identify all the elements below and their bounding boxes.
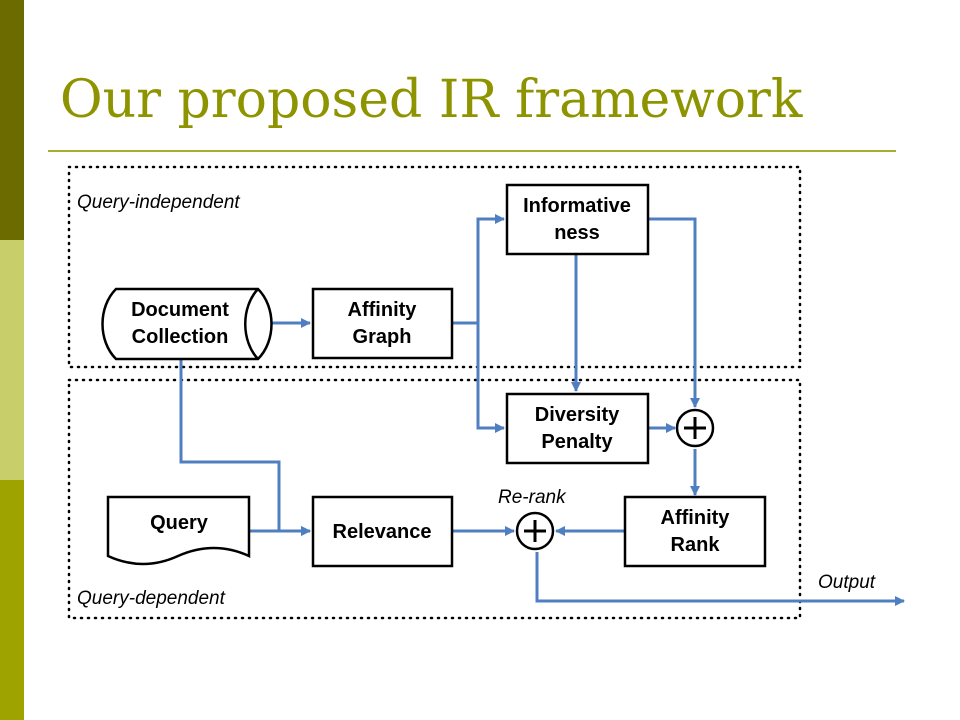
label-re-rank: Re-rank [498, 487, 567, 508]
node-informativeness-line1: Informative [523, 195, 631, 217]
region-label-query-independent: Query-independent [77, 192, 240, 213]
plus-combiner-rerank [515, 511, 555, 551]
edge-affinity-graph-to-informativeness [452, 214, 505, 325]
node-informativeness: Informative ness [505, 183, 650, 256]
edge-affinity-graph-to-diversity-penalty [476, 323, 505, 433]
region-label-query-dependent: Query-dependent [77, 588, 226, 609]
node-affinity-rank-line2: Rank [671, 534, 721, 556]
node-document-collection-line1: Document [131, 299, 229, 321]
edge-informativeness-to-combiner [648, 217, 700, 408]
node-relevance: Relevance [311, 495, 454, 568]
node-affinity-graph: Affinity Graph [311, 287, 454, 360]
node-diversity-penalty: Diversity Penalty [505, 392, 650, 465]
node-affinity-rank: Affinity Rank [623, 495, 767, 568]
node-affinity-graph-line2: Graph [353, 326, 412, 348]
node-document-collection-line2: Collection [132, 326, 229, 348]
slide-title: Our proposed IR framework [60, 70, 803, 130]
edge-rerank-to-output [535, 552, 905, 606]
node-affinity-rank-line1: Affinity [661, 507, 731, 529]
decor-band-bottom [0, 480, 24, 720]
node-informativeness-line2: ness [554, 222, 600, 244]
node-relevance-label: Relevance [333, 521, 432, 543]
region-query-dependent [67, 378, 802, 620]
decor-band-middle [0, 240, 24, 480]
node-diversity-penalty-line1: Diversity [535, 404, 620, 426]
edges [179, 214, 905, 606]
label-output: Output [818, 572, 876, 593]
node-query: Query [106, 495, 251, 566]
plus-combiner-upper [675, 408, 715, 448]
node-diversity-penalty-line2: Penalty [541, 431, 613, 453]
title-divider [48, 150, 896, 152]
node-query-label: Query [150, 512, 209, 534]
decor-band-top [0, 0, 24, 240]
region-query-independent [67, 165, 802, 369]
node-document-collection: Document Collection [101, 287, 273, 361]
node-affinity-graph-line1: Affinity [348, 299, 418, 321]
